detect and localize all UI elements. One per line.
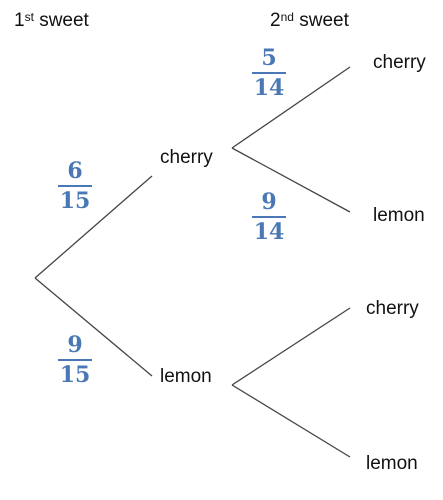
header-first-suffix: st: [24, 10, 34, 24]
probability-cherry-cherry-numerator: 5: [261, 45, 277, 71]
branch-lemon-to-lemon: [231, 384, 351, 458]
probability-first-lemon-numerator: 9: [67, 332, 83, 358]
node-lemon-lemon: lemon: [366, 453, 418, 474]
header-second-word: sweet: [299, 10, 349, 31]
probability-cherry-lemon: 9 14: [249, 190, 289, 244]
fraction-bar: [58, 359, 92, 361]
branch-root-to-cherry: [34, 175, 153, 279]
node-lemon-cherry: cherry: [366, 298, 419, 319]
probability-first-cherry-numerator: 6: [67, 158, 83, 184]
fraction-bar: [252, 216, 286, 218]
header-second-suffix: nd: [280, 10, 294, 24]
header-first-word: sweet: [39, 10, 89, 31]
probability-first-lemon: 9 15: [55, 333, 95, 387]
node-first-lemon: lemon: [160, 366, 212, 387]
header-first-sweet: 1st sweet: [14, 10, 89, 32]
probability-first-lemon-denominator: 15: [59, 362, 91, 388]
probability-cherry-lemon-denominator: 14: [253, 219, 285, 245]
header-second-number: 2: [270, 10, 281, 31]
branch-cherry-to-cherry: [231, 66, 351, 149]
probability-first-cherry: 6 15: [55, 159, 95, 213]
node-cherry-cherry: cherry: [373, 52, 426, 73]
probability-cherry-lemon-numerator: 9: [261, 189, 277, 215]
header-second-sweet: 2nd sweet: [270, 10, 349, 32]
probability-cherry-cherry-denominator: 14: [253, 75, 285, 101]
branch-cherry-to-lemon: [231, 147, 351, 213]
node-cherry-lemon: lemon: [373, 205, 425, 226]
branch-root-to-lemon: [34, 277, 153, 377]
header-first-number: 1: [14, 10, 25, 31]
branch-lemon-to-cherry: [231, 307, 351, 386]
node-first-cherry: cherry: [160, 147, 213, 168]
probability-first-cherry-denominator: 15: [59, 188, 91, 214]
probability-cherry-cherry: 5 14: [249, 46, 289, 100]
fraction-bar: [252, 72, 286, 74]
fraction-bar: [58, 185, 92, 187]
